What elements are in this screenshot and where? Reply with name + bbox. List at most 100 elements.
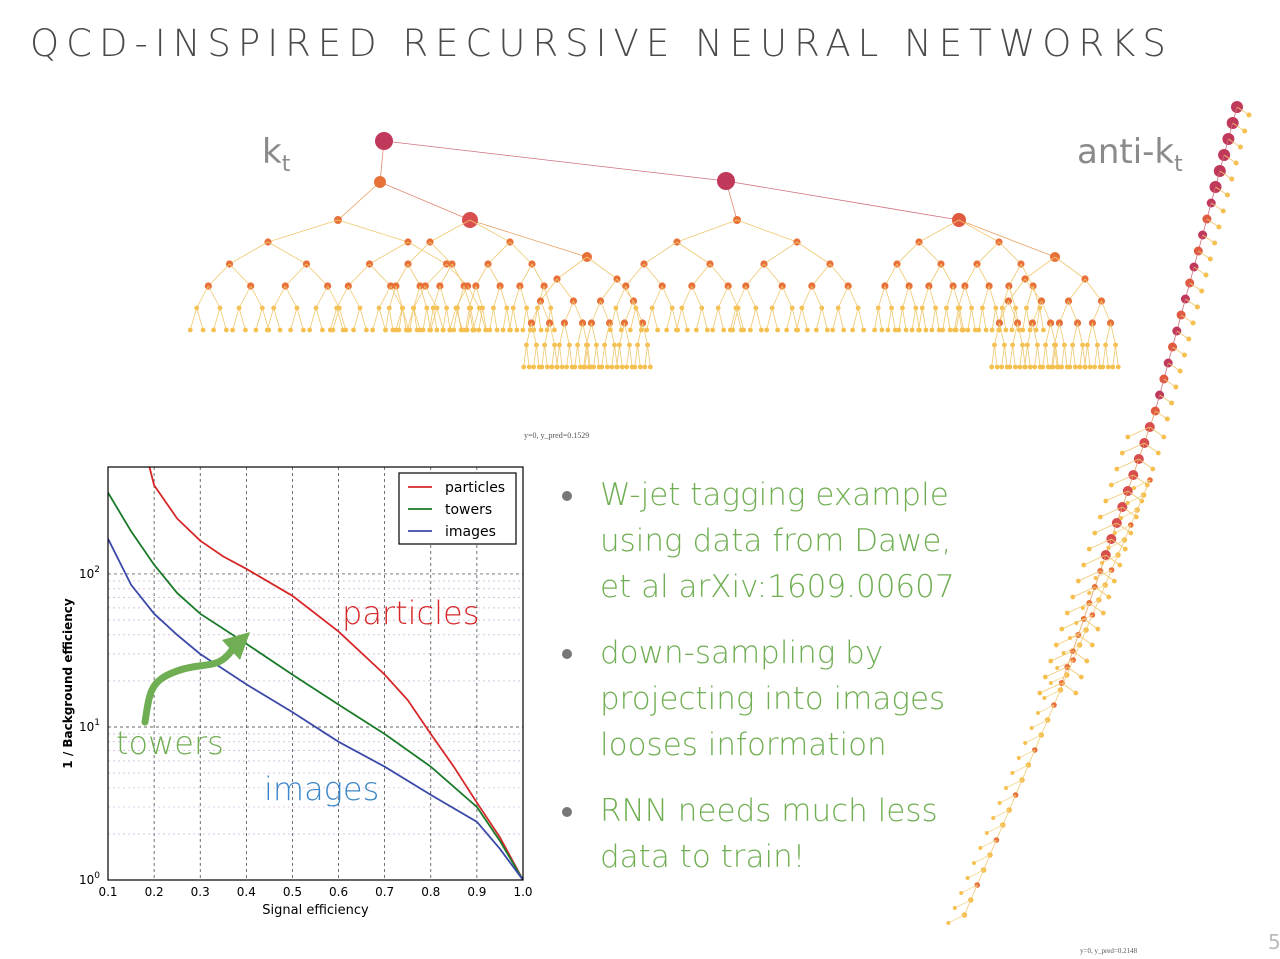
tree-node xyxy=(1203,272,1209,278)
tree-edge xyxy=(439,285,447,309)
tree-edge xyxy=(337,181,381,221)
tree-node xyxy=(965,876,970,880)
tree-edge xyxy=(695,307,703,331)
tree-edge xyxy=(1079,344,1083,368)
tree-edge xyxy=(671,307,679,331)
tree-edge xyxy=(573,300,583,324)
tree-edge xyxy=(991,344,995,368)
bullet-text: down-sampling by projecting into images … xyxy=(600,635,946,763)
tree-node xyxy=(804,327,810,333)
tree-node xyxy=(994,364,1000,370)
tree-edge xyxy=(273,285,286,309)
tree-edge xyxy=(1149,426,1165,438)
tree-edge xyxy=(811,263,831,287)
tree-node xyxy=(632,364,638,370)
tree-edge xyxy=(468,285,477,309)
tree-edge xyxy=(442,307,447,331)
tree-edge xyxy=(735,307,742,331)
tree-edge xyxy=(736,219,798,243)
tree-edge xyxy=(1094,522,1117,534)
x-tick-label: 0.8 xyxy=(421,885,440,899)
tree-node xyxy=(253,327,259,333)
tree-edge xyxy=(1100,570,1115,582)
tree-edge xyxy=(666,307,673,331)
tree-edge xyxy=(763,241,798,265)
tree-edge xyxy=(691,263,711,287)
tree-edge xyxy=(902,307,907,331)
tree-edge xyxy=(1054,322,1060,346)
tree-node xyxy=(1155,450,1161,456)
tree-edge xyxy=(755,307,762,331)
anti-kt-label-main: anti-k xyxy=(1077,132,1175,172)
tree-edge xyxy=(213,307,221,331)
tree-edge xyxy=(596,344,600,368)
tree-edge xyxy=(296,307,304,331)
tree-node xyxy=(211,327,216,333)
tree-node xyxy=(989,327,995,333)
tree-node xyxy=(483,327,489,333)
tree-node xyxy=(1110,364,1116,370)
tree-edge xyxy=(998,241,1022,265)
tree-edge xyxy=(931,307,936,331)
tree-node xyxy=(564,364,570,370)
tree-edge xyxy=(577,322,583,346)
tree-node xyxy=(544,364,550,370)
tree-node xyxy=(487,327,493,333)
tree-node xyxy=(1036,711,1040,715)
tree-edge xyxy=(600,300,610,324)
tree-node xyxy=(1117,562,1123,568)
tree-edge xyxy=(1121,509,1138,519)
tree-node xyxy=(407,327,413,333)
tree-edge xyxy=(952,285,961,309)
tree-edge xyxy=(616,344,620,368)
tree-edge xyxy=(1092,322,1098,346)
tree-edge xyxy=(388,285,397,309)
tree-node xyxy=(861,327,867,333)
tree-edge xyxy=(1076,614,1093,624)
tree-node xyxy=(1164,416,1170,422)
tree-node xyxy=(1041,327,1046,333)
tree-edge xyxy=(526,344,530,368)
tree-node xyxy=(230,327,236,333)
tree-edge xyxy=(1008,263,1022,287)
tree-edge xyxy=(615,285,627,309)
tree-node xyxy=(307,327,313,333)
tree-edge xyxy=(429,219,471,243)
tree-edge xyxy=(967,869,984,879)
tree-edge xyxy=(309,307,317,331)
tree-node xyxy=(637,364,643,370)
tree-edge xyxy=(976,263,990,287)
tree-edge xyxy=(523,344,527,368)
tree-node xyxy=(1016,756,1021,760)
tree-node xyxy=(320,327,325,333)
tree-edge xyxy=(390,285,403,309)
tree-edge xyxy=(347,285,361,309)
tree-node xyxy=(775,327,781,333)
tree-edge xyxy=(429,241,453,265)
bullet-list: W-jet tagging example using data from Da… xyxy=(560,472,980,900)
tree-edge xyxy=(982,307,987,331)
tree-edge xyxy=(1101,554,1119,564)
tree-edge xyxy=(908,285,917,309)
tree-node xyxy=(1061,651,1066,655)
tree-node xyxy=(538,327,544,333)
tree-node xyxy=(1112,531,1117,535)
tree-node xyxy=(1089,642,1095,648)
annotation-images: images xyxy=(264,770,380,808)
tree-node xyxy=(1027,364,1033,370)
tree-edge xyxy=(407,241,431,265)
tree-node xyxy=(586,364,592,370)
tree-edge xyxy=(1009,344,1013,368)
tree-edge xyxy=(1078,570,1101,582)
tree-node xyxy=(1186,336,1192,342)
tree-edge xyxy=(604,322,610,346)
tree-node xyxy=(1233,160,1239,166)
y-axis-label: 1 / Background efficiency xyxy=(61,598,75,769)
tree-edge xyxy=(921,307,927,331)
tree-edge xyxy=(644,344,648,368)
tree-edge xyxy=(536,344,540,368)
tree-node xyxy=(1207,256,1213,262)
annotation-particles: particles xyxy=(342,594,480,632)
tree-edge xyxy=(446,307,451,331)
